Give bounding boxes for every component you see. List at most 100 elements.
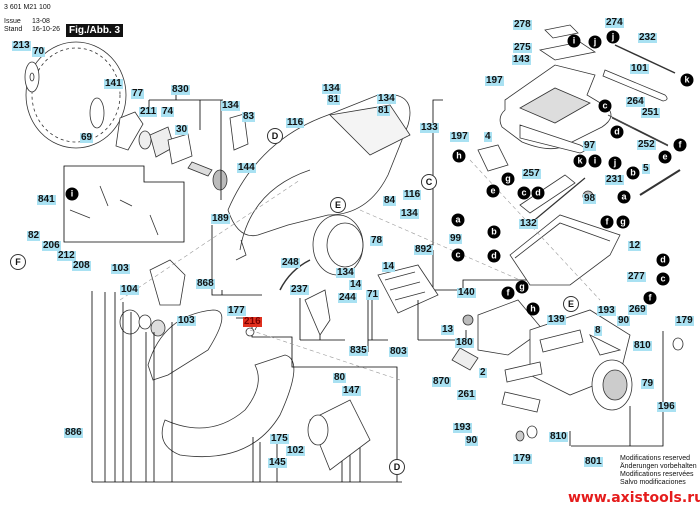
- part-label: 77: [131, 88, 145, 99]
- part-label: 275: [513, 42, 532, 53]
- part-label: 835: [349, 345, 368, 356]
- part-label: 83: [242, 111, 256, 122]
- part-label: 98: [583, 193, 597, 204]
- footer-note: Salvo modificaciones: [620, 479, 686, 486]
- part-label: 82: [27, 230, 41, 241]
- stand-label: Stand: [4, 26, 23, 33]
- armature: [377, 264, 439, 314]
- part-label: 237: [290, 284, 309, 295]
- part-label: 116: [403, 189, 422, 200]
- footer-note: Änderungen vorbehalten: [620, 463, 697, 470]
- connector-letter-h: h: [526, 302, 540, 316]
- connector-letter-e: e: [658, 150, 672, 164]
- connector-letter-c: c: [517, 186, 531, 200]
- part-label: 12: [628, 240, 642, 251]
- part-label: 870: [432, 376, 451, 387]
- view-marker-f: F: [10, 254, 26, 270]
- view-marker-e: E: [563, 296, 579, 312]
- part-label: 264: [626, 96, 645, 107]
- connector-letter-g: g: [501, 172, 515, 186]
- connector-letter-d: d: [656, 253, 670, 267]
- connector-letter-i: i: [588, 154, 602, 168]
- document-number: 3 601 M21 100: [4, 4, 51, 11]
- figure-title: Fig./Abb. 3: [66, 24, 124, 37]
- part-label: 886: [64, 427, 83, 438]
- connector-letter-e: e: [486, 184, 500, 198]
- lower-blade-guard: [147, 309, 223, 381]
- connector-letter-c: c: [656, 272, 670, 286]
- part-label: 892: [414, 244, 433, 255]
- part-label: 132: [519, 218, 538, 229]
- view-marker-e: E: [330, 197, 346, 213]
- part-label: 252: [637, 139, 656, 150]
- part-label: 84: [383, 195, 397, 206]
- issue-value: 13-08: [32, 18, 50, 25]
- part-label: 14: [349, 279, 363, 290]
- website-link[interactable]: www.axistools.ru: [568, 490, 700, 506]
- part-label: 810: [549, 431, 568, 442]
- part-label: 180: [455, 337, 474, 348]
- view-marker-c: C: [421, 174, 437, 190]
- part-label: 134: [322, 83, 341, 94]
- connector-letter-f: f: [600, 215, 614, 229]
- part-label: 841: [37, 194, 56, 205]
- part-label: 801: [584, 456, 603, 467]
- part-label: 81: [377, 105, 391, 116]
- connector-letter-k: k: [573, 154, 587, 168]
- part-label: 206: [42, 240, 61, 251]
- footer-note: Modifications reservées: [620, 471, 694, 478]
- part-label: 196: [657, 401, 676, 412]
- part-label: 810: [633, 340, 652, 351]
- part-label: 277: [627, 271, 646, 282]
- base-housing: [509, 214, 621, 286]
- part-label: 90: [617, 315, 631, 326]
- part-label: 193: [453, 422, 472, 433]
- part-label: 830: [171, 84, 190, 95]
- connector-letter-a: a: [451, 213, 465, 227]
- part-label: 102: [286, 445, 305, 456]
- connector-letter-c: c: [451, 248, 465, 262]
- footer-notes: Modifications reserved Änderungen vorbeh…: [620, 455, 697, 487]
- part-label: 2: [479, 367, 487, 378]
- connector-letter-f: f: [501, 286, 515, 300]
- connector-letter-f: f: [643, 291, 657, 305]
- part-label: 144: [237, 162, 256, 173]
- part-label: 78: [370, 235, 384, 246]
- part-label: 97: [583, 140, 597, 151]
- part-label: 274: [605, 17, 624, 28]
- part-label: 80: [333, 372, 347, 383]
- part-label: 69: [80, 132, 94, 143]
- issue-label: Issue: [4, 18, 21, 25]
- inner-flange: [89, 97, 105, 129]
- connector-letter-b: b: [626, 166, 640, 180]
- part-label: 14: [382, 261, 396, 272]
- part-label: 147: [342, 385, 361, 396]
- part-label: 134: [336, 267, 355, 278]
- part-label: 177: [227, 305, 246, 316]
- part-label: 257: [522, 168, 541, 179]
- part-label: 261: [457, 389, 476, 400]
- bracket-841: [63, 165, 185, 243]
- connector-letter-f: f: [673, 138, 687, 152]
- connector-letter-i: i: [567, 34, 581, 48]
- connector-letter-j: j: [608, 156, 622, 170]
- connector-letter-b: b: [487, 225, 501, 239]
- part-label: 133: [420, 122, 439, 133]
- part-label-highlighted: 216: [243, 316, 262, 327]
- connector-letter-d: d: [610, 125, 624, 139]
- part-label: 278: [513, 19, 532, 30]
- part-label: 90: [465, 435, 479, 446]
- connector-letter-d: d: [487, 249, 501, 263]
- connector-letter-d: d: [531, 186, 545, 200]
- part-label: 197: [485, 75, 504, 86]
- part-label: 208: [72, 260, 91, 271]
- footer-note: Modifications reserved: [620, 455, 691, 462]
- connector-letter-j: j: [588, 35, 602, 49]
- part-label: 8: [594, 325, 602, 336]
- part-label: 868: [196, 278, 215, 289]
- part-label: 4: [484, 131, 492, 142]
- view-marker-d: D: [389, 459, 405, 475]
- connector-letter-a: a: [617, 190, 631, 204]
- part-label: 140: [457, 287, 476, 298]
